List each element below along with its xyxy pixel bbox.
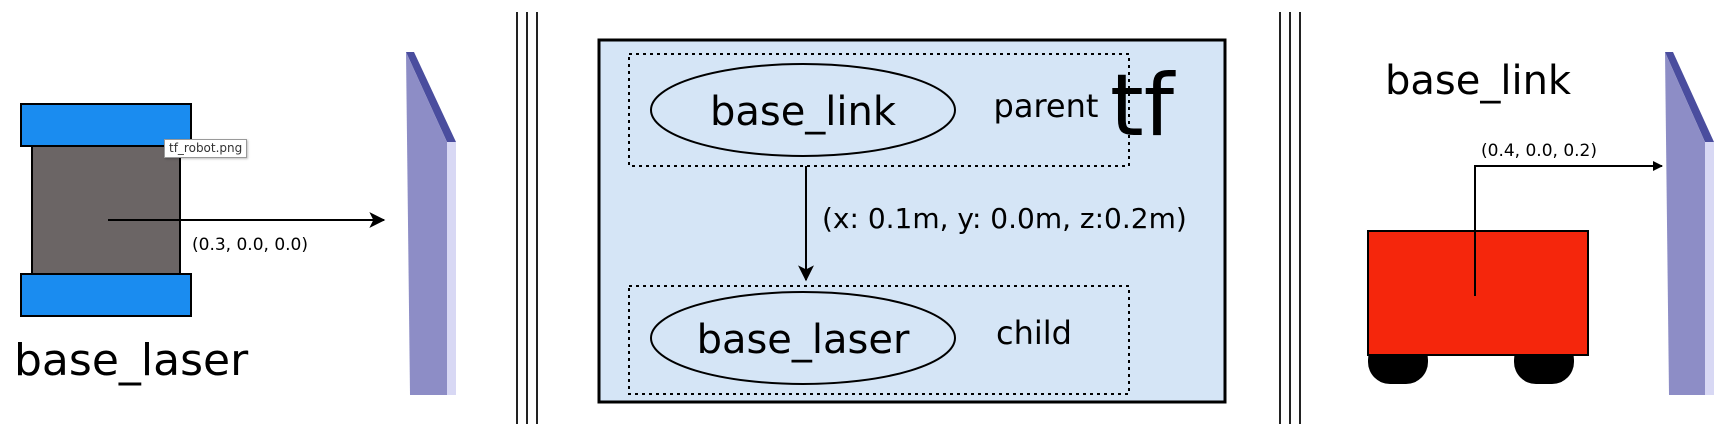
right-wall-front	[1665, 52, 1705, 395]
child-frame-name: base_laser	[697, 317, 910, 363]
child-role-label: child	[996, 314, 1072, 352]
tf-panel: tf base_link parent (x: 0.1m, y: 0.0m, z…	[597, 38, 1227, 404]
left-wall-front	[406, 52, 447, 395]
parent-frame-box	[628, 53, 1130, 167]
left-wall	[406, 52, 456, 395]
left-wall-top	[406, 52, 456, 142]
tf-transform-label: (x: 0.1m, y: 0.0m, z:0.2m)	[822, 202, 1187, 235]
laser-body	[31, 145, 181, 275]
tf-panel-box	[597, 38, 1227, 404]
divider-left	[516, 12, 538, 424]
child-frame-node	[650, 291, 956, 385]
parent-frame-name: base_link	[710, 89, 897, 135]
right-wall-side	[1705, 142, 1714, 395]
left-wheel-top	[20, 103, 192, 147]
base-link-frame-label: base_link	[1385, 58, 1572, 104]
parent-frame-node	[650, 63, 956, 157]
robot-offset-label: (0.4, 0.0, 0.2)	[1481, 141, 1597, 161]
left-wall-side	[447, 142, 456, 395]
laser-offset-label: (0.3, 0.0, 0.0)	[192, 235, 308, 255]
base-laser-frame-label: base_laser	[14, 335, 249, 386]
left-panel: (0.3, 0.0, 0.0) base_laser	[14, 52, 456, 395]
parent-role-label: parent	[994, 87, 1099, 125]
right-wall	[1665, 52, 1714, 395]
child-frame-box	[628, 285, 1130, 395]
right-panel: base_link (0.4, 0.0, 0.2)	[1367, 52, 1714, 395]
image-filename-tooltip: tf_robot.png	[164, 139, 248, 158]
robot-body	[1367, 230, 1589, 356]
left-wheel-bottom	[20, 273, 192, 317]
robot-offset-arrow	[1474, 161, 1663, 296]
tf-title: tf	[1110, 56, 1176, 156]
divider-right	[1279, 12, 1301, 424]
right-wall-top	[1665, 52, 1714, 142]
